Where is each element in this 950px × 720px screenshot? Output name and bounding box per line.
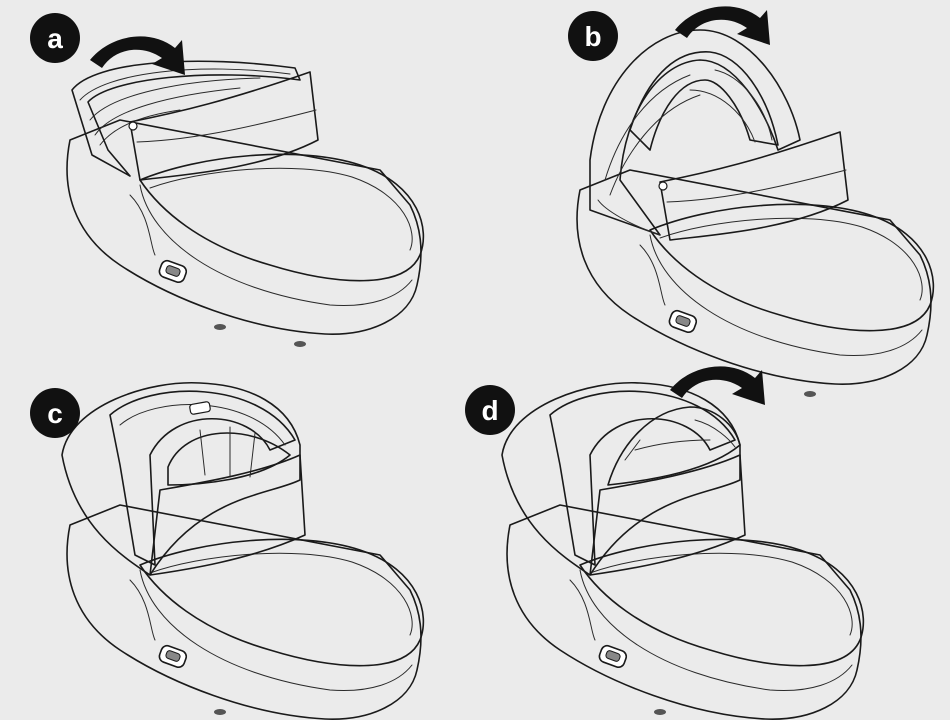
step-badge-b: b [568, 11, 618, 61]
step-label-a: a [47, 23, 63, 54]
curved-arrow-icon [90, 36, 185, 75]
carrycot-base [66, 504, 425, 720]
apron-visor [658, 131, 849, 241]
folded-canopy [71, 60, 301, 177]
sun-visor-flap [607, 406, 741, 486]
carrycot-base [66, 119, 425, 348]
curved-arrow-icon [675, 6, 770, 45]
raised-canopy [501, 381, 741, 576]
step-label-c: c [47, 398, 63, 429]
panel-c [61, 381, 425, 720]
step-badge-a: a [30, 13, 80, 63]
step-badge-d: d [465, 385, 515, 435]
panel-a [66, 36, 425, 348]
curved-arrow-icon [670, 366, 765, 405]
step-label-d: d [481, 395, 498, 426]
half-raised-canopy [589, 29, 801, 236]
apron-visor [149, 454, 306, 576]
raised-canopy [61, 381, 301, 576]
carrycot-base [506, 504, 865, 720]
panel-d [501, 366, 865, 720]
carrycot-base [576, 169, 935, 398]
step-badge-c: c [30, 388, 80, 438]
apron-visor [589, 454, 746, 576]
apron-visor [128, 71, 319, 181]
step-label-b: b [584, 21, 601, 52]
panel-b [576, 6, 935, 398]
